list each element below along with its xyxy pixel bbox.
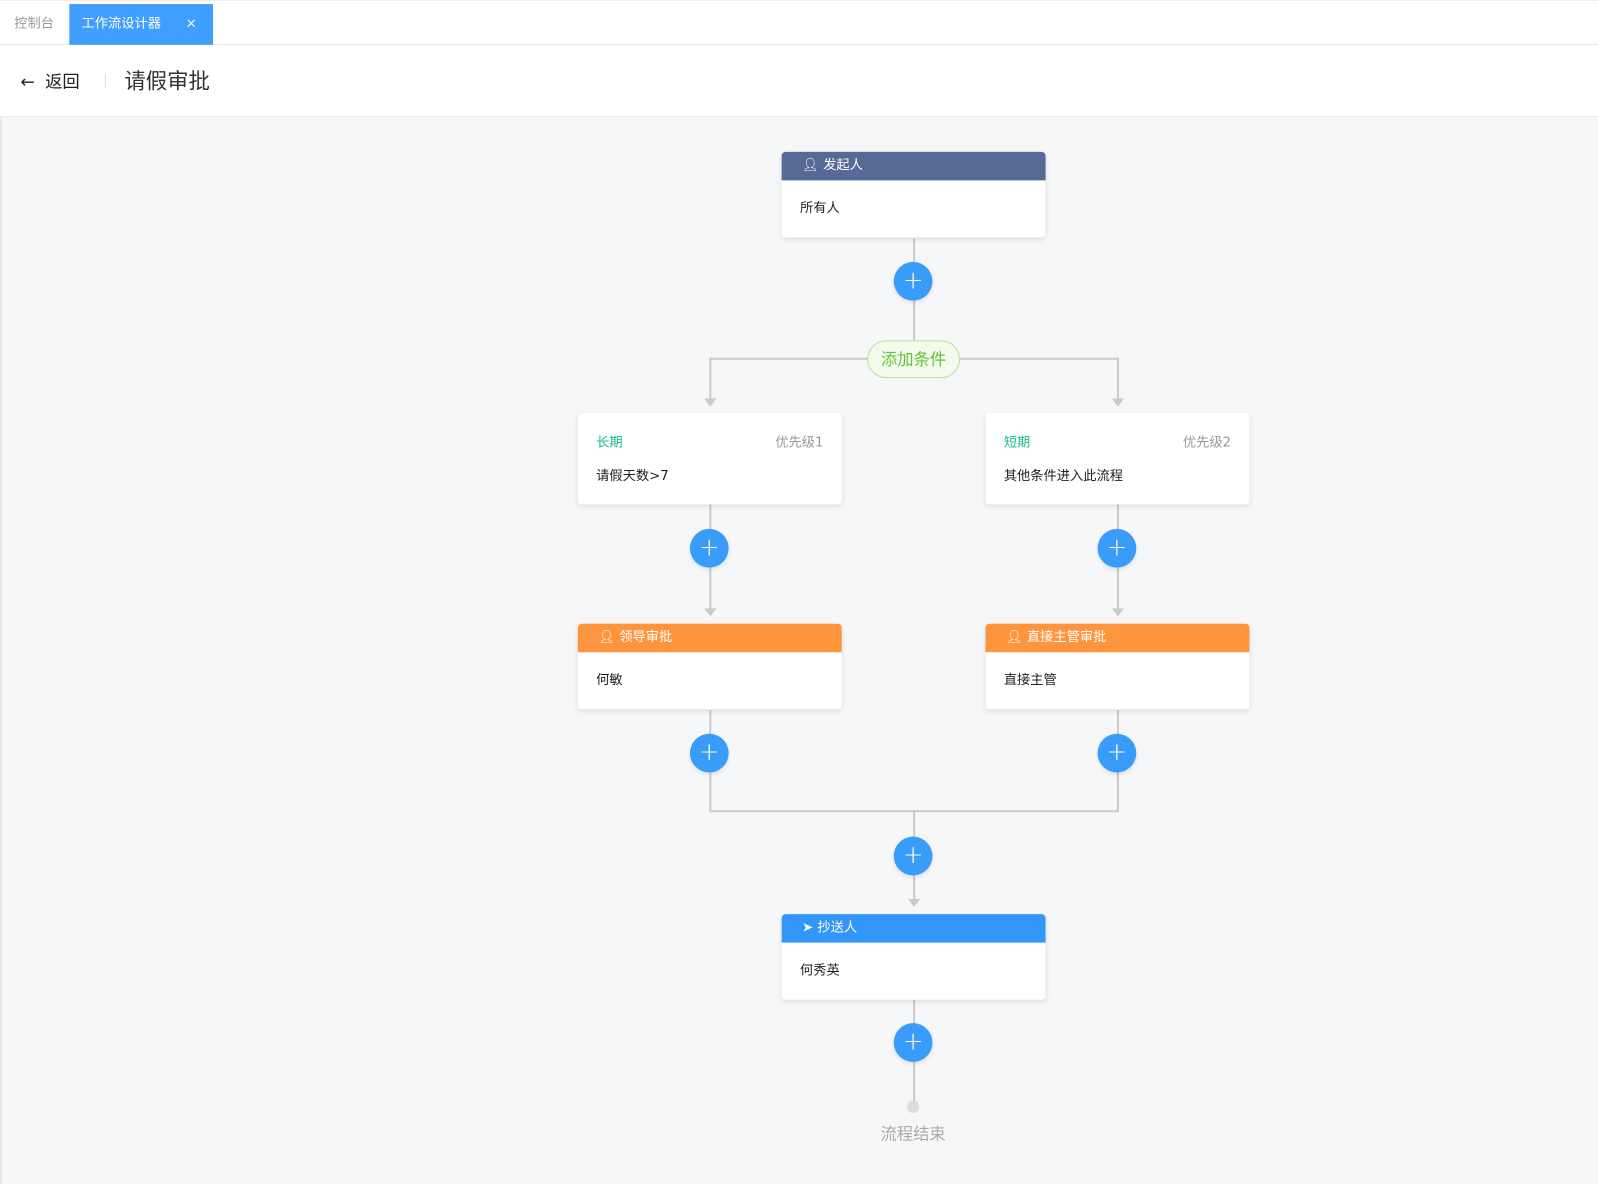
approver-node[interactable]: 👤︎ 领导审批 何敏: [577, 623, 842, 710]
end-dot: [906, 1100, 920, 1113]
node-title: 发起人: [823, 157, 863, 174]
add-node-button[interactable]: +: [893, 836, 933, 876]
start-node[interactable]: 👤︎ 发起人 所有人: [781, 151, 1046, 238]
add-node-button[interactable]: +: [1097, 528, 1137, 568]
arrow-left-icon: ←: [20, 72, 35, 93]
add-node-button[interactable]: +: [689, 528, 729, 568]
connector: [709, 357, 712, 399]
condition-node[interactable]: 短期 优先级2 其他条件进入此流程: [985, 412, 1250, 505]
back-button[interactable]: ← 返回: [20, 67, 79, 92]
tab-workflow-designer[interactable]: 工作流设计器 ×: [69, 4, 213, 45]
add-node-button[interactable]: +: [689, 733, 729, 773]
connector: [1116, 357, 1119, 399]
tab-bar: 控制台 工作流设计器 ×: [0, 0, 1598, 45]
condition-priority: 优先级2: [1182, 435, 1232, 451]
node-content: 直接主管: [1003, 672, 1057, 688]
node-content: 何秀英: [799, 963, 840, 979]
arrow-down-icon: [908, 898, 921, 907]
arrow-down-icon: [1111, 398, 1125, 407]
arrow-down-icon: [1111, 608, 1125, 617]
node-title: 直接主管审批: [1026, 629, 1107, 646]
page-title: 请假审批: [124, 69, 210, 94]
node-title: 领导审批: [619, 629, 673, 646]
divider: [104, 73, 106, 88]
page-header: ← 返回 请假审批: [0, 45, 1598, 118]
condition-content: 其他条件进入此流程: [1003, 468, 1124, 485]
add-node-button[interactable]: +: [893, 1023, 933, 1062]
user-icon: 👤︎: [802, 157, 824, 174]
user-icon: 👤︎: [1005, 629, 1027, 646]
user-icon: 👤︎: [598, 629, 620, 646]
condition-name: 短期: [1003, 435, 1031, 451]
add-node-button[interactable]: +: [893, 261, 933, 301]
tab-console[interactable]: 控制台: [14, 16, 55, 32]
condition-content: 请假天数>7: [596, 468, 669, 485]
arrow-down-icon: [704, 398, 717, 407]
paper-plane-icon: ➤: [802, 920, 818, 936]
condition-node[interactable]: 长期 优先级1 请假天数>7: [577, 412, 842, 505]
condition-name: 长期: [596, 435, 623, 451]
add-condition-button[interactable]: 添加条件: [867, 340, 960, 379]
node-content: 何敏: [596, 672, 623, 688]
node-content: 所有人: [799, 200, 840, 217]
end-label: 流程结束: [880, 1124, 946, 1144]
condition-priority: 优先级1: [775, 435, 824, 451]
arrow-down-icon: [704, 608, 717, 617]
cc-node[interactable]: ➤ 抄送人 何秀英: [781, 914, 1046, 1000]
node-title: 抄送人: [817, 920, 858, 936]
tab-label: 工作流设计器: [81, 16, 162, 32]
back-label: 返回: [45, 72, 80, 93]
add-node-button[interactable]: +: [1097, 733, 1137, 773]
approver-node[interactable]: 👤︎ 直接主管审批 直接主管: [985, 623, 1250, 710]
close-icon[interactable]: ×: [185, 16, 197, 32]
